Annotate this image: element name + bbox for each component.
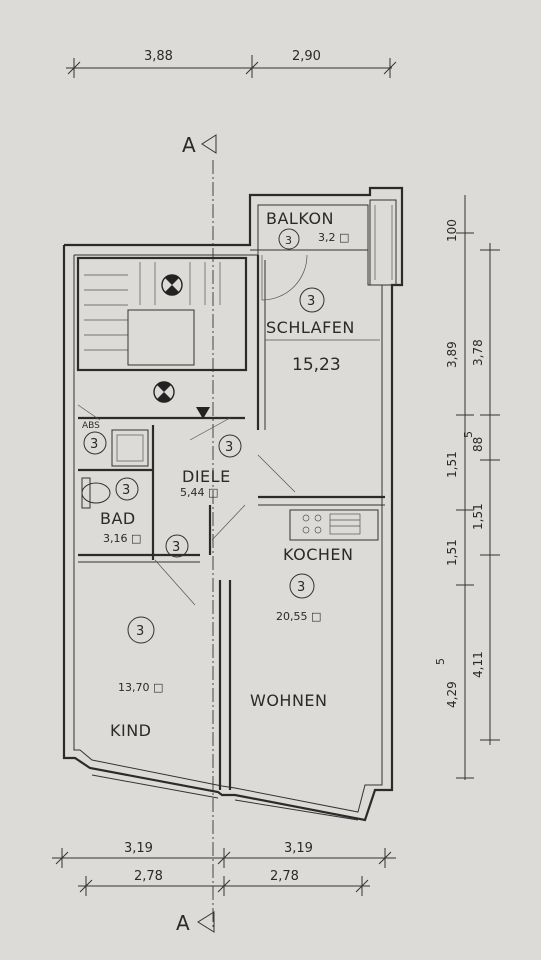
smoke-detector-icon [153,381,175,403]
room-abs-marker: 3 [90,437,98,452]
room-balkon: BALKON 3,2 □ 3 [266,209,349,250]
dim-right-schlafen: 3,89 [445,341,459,368]
dim-right-mid-1: 1,51 [445,451,459,478]
section-marker-top: A [182,133,217,157]
bottom-dimension-lower: 2,78 2,78 [78,869,370,896]
entrance-arrow-icon [196,407,210,419]
dim-right-balkon: 100 [445,219,459,242]
dim-right-bottom: 4,29 [445,681,459,708]
room-kochen-area: 20,55 □ [276,610,321,623]
dim-top-right: 2,90 [292,49,321,64]
dim-right-mid-2: 1,51 [445,539,459,566]
room-hall-marker: 3 [172,540,180,555]
dim-inner-small-sup: 5 [462,431,475,438]
room-diele-name: DIELE [182,467,231,486]
dim-bottom-upper-right: 3,19 [284,841,313,856]
dim-top-left: 3,88 [144,49,173,64]
bottom-dimension-upper: 3,19 3,19 [52,841,396,868]
room-kind-area: 13,70 □ [118,681,163,694]
dim-inner-mid: 1,51 [471,503,485,530]
room-abs: ABS 3 [82,421,107,455]
room-schlafen-name: SCHLAFEN [266,318,355,337]
room-balkon-name: BALKON [266,209,334,228]
room-wohnen-name: WOHNEN [250,691,328,710]
dim-bottom-lower-left: 2,78 [134,869,163,884]
room-schlafen-marker: 3 [307,294,315,309]
room-kochen-marker: 3 [297,580,305,595]
svg-text:A: A [176,911,190,935]
room-schlafen-area: 15,23 [292,355,341,375]
room-balkon-marker: 3 [285,234,292,247]
dim-right-bottom-sup: 5 [434,658,447,665]
dim-inner-bottom: 4,11 [471,651,485,678]
right-dimension-outer: 100 3,89 1,51 1,51 4,29 5 [434,195,474,780]
room-abs-name: ABS [82,421,100,431]
section-marker-bottom: A [176,911,215,935]
room-bad-name: BAD [100,509,136,528]
room-bad-area: 3,16 □ [103,532,141,545]
room-kind: 3 13,70 □ KIND [110,616,163,740]
room-kind-name: KIND [110,721,152,740]
dim-bottom-lower-right: 2,78 [270,869,299,884]
dim-bottom-upper-left: 3,19 [124,841,153,856]
dim-inner-small: 88 [471,437,485,452]
dim-inner-schlafen: 3,78 [471,339,485,366]
walls [62,186,404,822]
svg-text:A: A [182,133,196,157]
room-diele: 3 DIELE 5,44 □ [180,434,242,499]
room-wohnen: WOHNEN [250,691,328,710]
right-dimension-inner: 3,78 88 5 1,51 4,11 [462,243,500,745]
room-kochen: KOCHEN 3 20,55 □ [276,545,354,623]
room-balkon-area: 3,2 □ [318,231,349,244]
room-kochen-name: KOCHEN [283,545,354,564]
light-fixture-icon [161,274,183,296]
top-dimension: 3,88 2,90 [66,49,397,78]
room-diele-marker: 3 [225,440,233,455]
room-schlafen: 3 SCHLAFEN 15,23 [265,287,380,375]
room-kind-marker: 3 [136,624,144,639]
room-bad-marker: 3 [122,483,130,498]
room-bad: 3 BAD 3,16 □ 3 [100,477,189,558]
room-diele-area: 5,44 □ [180,486,218,499]
